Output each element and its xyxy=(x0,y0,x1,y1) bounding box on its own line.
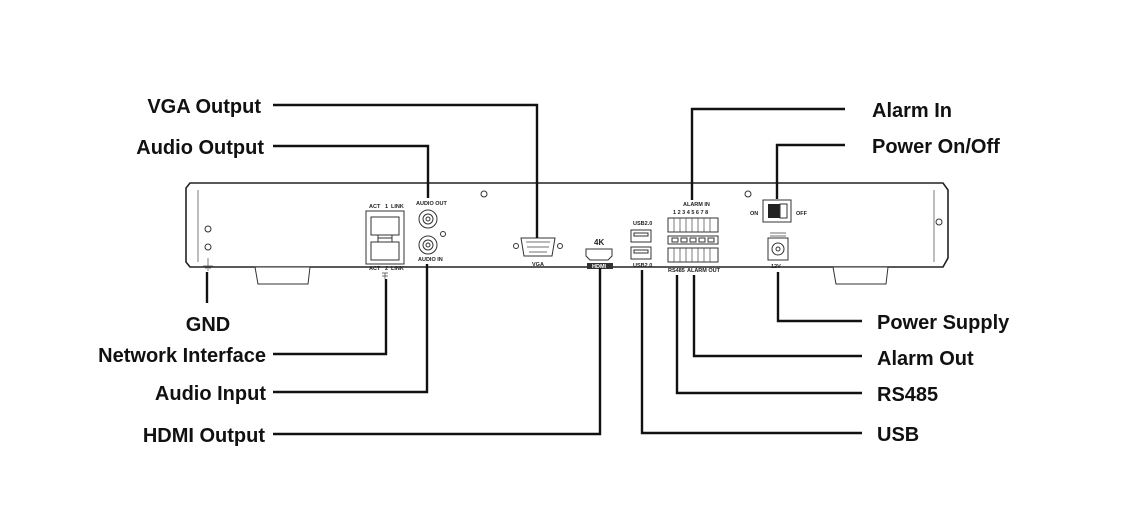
chassis xyxy=(185,182,949,285)
leader-lines xyxy=(205,103,862,436)
alarm-in-panel-label: ALARM IN xyxy=(683,202,710,208)
act-label-top: ACT xyxy=(369,204,381,210)
label-usb: USB xyxy=(877,424,919,446)
alarm-in-pin-numbers: 1 2 3 4 5 6 7 8 xyxy=(673,210,708,216)
act-label-bottom: ACT xyxy=(369,266,381,272)
power-jack: 12V xyxy=(767,232,789,270)
callout-labels: VGA Output Audio Output GND Network Inte… xyxy=(98,96,1010,447)
label-power-supply: Power Supply xyxy=(877,312,1010,334)
label-audio-input: Audio Input xyxy=(155,383,266,405)
leader-hdmi xyxy=(273,268,602,436)
label-vga-output: VGA Output xyxy=(147,96,261,118)
vga-panel-label: VGA xyxy=(532,262,544,268)
network-ports: ACT 1 LINK ACT 2 LINK xyxy=(365,204,405,279)
leader-power-supply xyxy=(776,272,862,323)
label-network-interface: Network Interface xyxy=(98,345,266,367)
usb-top-panel-label: USB2.0 xyxy=(633,221,652,227)
power-12v-panel-label: 12V xyxy=(771,264,781,270)
audio-in-panel-label: AUDIO IN xyxy=(418,257,443,263)
switch-on-panel-label: ON xyxy=(750,211,758,217)
leader-alarm-out xyxy=(692,275,862,358)
label-rs485: RS485 xyxy=(877,384,938,406)
usb-ports: USB2.0 USB2.0 xyxy=(630,221,652,269)
link-label-top: LINK xyxy=(391,204,404,210)
port-2-label: 2 xyxy=(385,266,388,272)
switch-off-panel-label: OFF xyxy=(796,211,808,217)
hdmi-port: 4K HDMI xyxy=(585,238,613,270)
link-label-bottom: LINK xyxy=(391,266,404,272)
leader-usb xyxy=(640,270,862,435)
leader-vga xyxy=(273,103,539,238)
leader-audio-input xyxy=(273,264,429,394)
label-hdmi-output: HDMI Output xyxy=(143,425,266,447)
alarm-terminal-block: ALARM IN 1 2 3 4 5 6 7 8 RS485 ALARM OUT xyxy=(667,202,721,274)
label-alarm-in: Alarm In xyxy=(872,100,952,122)
label-audio-output: Audio Output xyxy=(136,137,264,159)
label-gnd: GND xyxy=(186,314,230,336)
leader-audio-output xyxy=(273,144,430,198)
usb-bottom-panel-label: USB2.0 xyxy=(633,263,652,269)
leader-rs485 xyxy=(675,275,862,395)
alarm-out-panel-label: ALARM OUT xyxy=(687,268,721,274)
audio-out-panel-label: AUDIO OUT xyxy=(416,201,448,207)
leader-network xyxy=(273,279,388,356)
audio-jacks: AUDIO OUT AUDIO IN xyxy=(416,201,448,263)
rs485-panel-label: RS485 xyxy=(668,268,685,274)
hdmi-4k-panel-label: 4K xyxy=(594,238,604,247)
hdmi-panel-label: HDMI xyxy=(592,264,607,270)
label-power-on-off: Power On/Off xyxy=(872,136,1000,158)
gnd-terminal-icon xyxy=(203,258,213,271)
leader-power-switch xyxy=(775,143,845,199)
power-switch: ON OFF xyxy=(750,199,808,223)
vga-port: VGA xyxy=(513,237,563,268)
port-1-label: 1 xyxy=(385,204,388,210)
label-alarm-out: Alarm Out xyxy=(877,348,974,370)
leader-alarm-in xyxy=(690,107,845,200)
